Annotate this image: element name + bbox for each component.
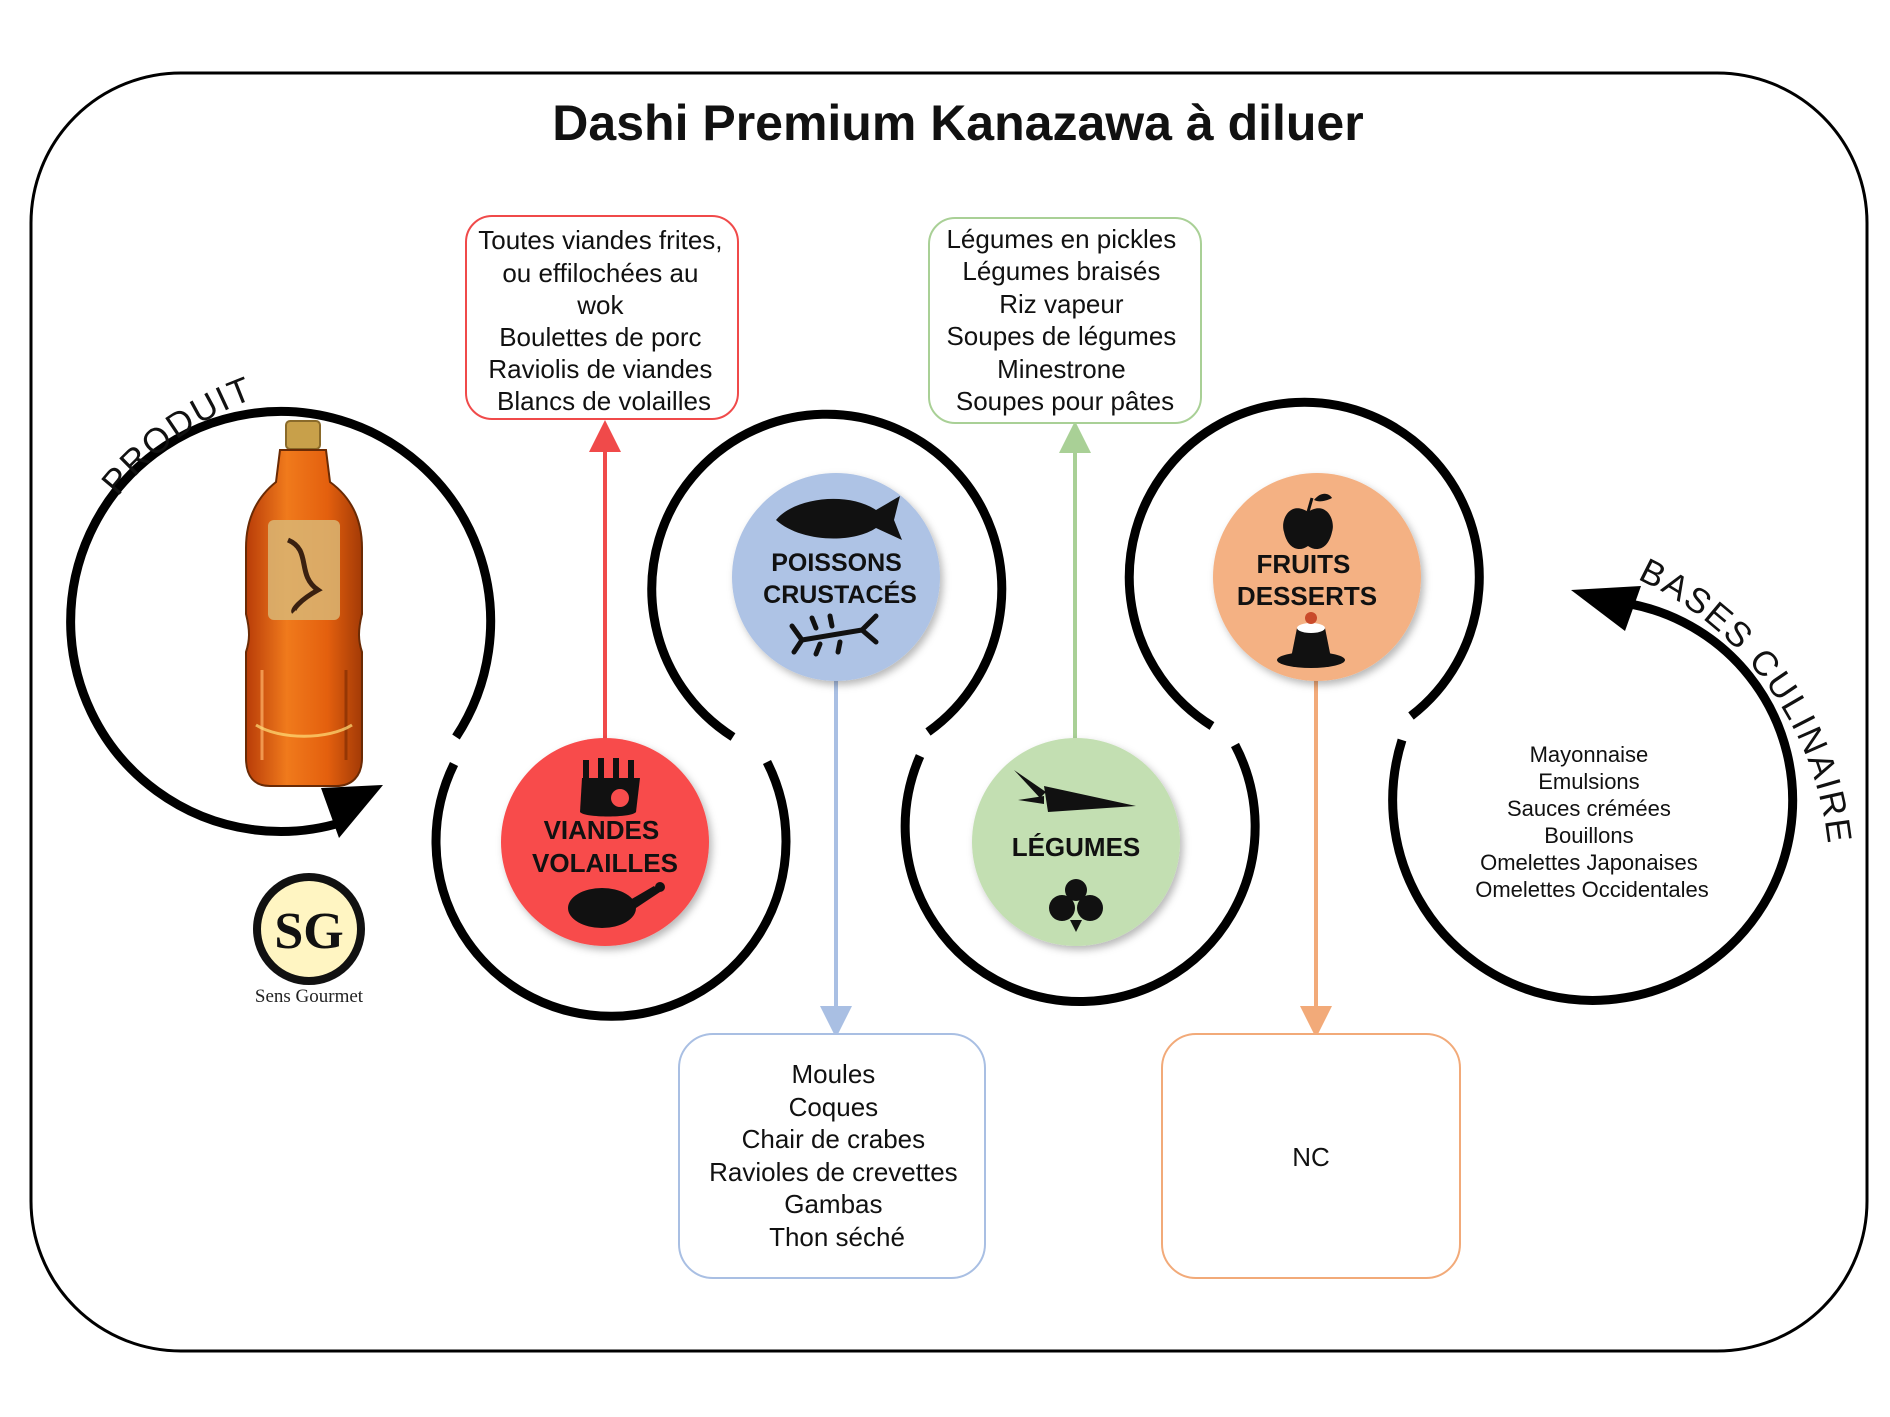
list-item: Coques: [789, 1092, 879, 1122]
apple-icon: [1283, 493, 1333, 550]
legumes-circle: LÉGUMES: [972, 738, 1180, 946]
produit-loop: [66, 407, 496, 836]
produit-label: PRODUIT: [94, 369, 258, 502]
viandes-uses-box: Toutes viandes frites, ou effilochées au…: [465, 215, 739, 420]
fish-icon: [776, 496, 902, 540]
dashi-bottle-image: [245, 420, 363, 787]
list-item: Gambas: [784, 1189, 882, 1219]
carrot-icon: [1014, 770, 1136, 812]
poissons-loop: [647, 409, 1007, 741]
list-item: Légumes braisés: [962, 256, 1160, 286]
list-item: Thon séché: [769, 1222, 905, 1252]
fruits-label-1: FRUITS: [1256, 549, 1350, 579]
legumes-uses-box: Légumes en pickles Légumes braisés Riz v…: [928, 217, 1202, 424]
list-item: Blancs de volailles: [497, 386, 711, 416]
poissons-uses-box: Moules Coques Chair de crabes Ravioles d…: [678, 1033, 986, 1279]
bases-loop: [1388, 596, 1798, 1005]
viandes-loop: [431, 759, 791, 1021]
roast-chicken-icon: [568, 882, 665, 928]
svg-text:VIANDES VOLAILLES: VIANDES VOLAILLES: [532, 815, 678, 878]
svg-text:Légumes en pickles Légum: Légumes en pickles Légumes braisés Riz v…: [946, 224, 1183, 416]
list-item: Omelettes Japonaises: [1480, 850, 1698, 875]
list-item: Emulsions: [1538, 769, 1639, 794]
bases-list: Mayonnaise Emulsions Sauces crémées Boui…: [1475, 742, 1709, 902]
list-item: NC: [1292, 1142, 1330, 1172]
viandes-label-1: VIANDES: [544, 815, 660, 845]
svg-text:Toutes viandes frites, o: Toutes viandes frites, ou effilochées au…: [478, 225, 729, 416]
poissons-label-1: POISSONS: [771, 549, 902, 577]
list-item: Minestrone: [997, 354, 1126, 384]
svg-text:Moules Coques Chai: Moules Coques Chair de crabes Ravioles d…: [709, 1059, 965, 1252]
list-item: Mayonnaise: [1530, 742, 1649, 767]
fruits-loop: [1124, 397, 1484, 730]
fruits-label-2: DESSERTS: [1237, 581, 1377, 611]
list-item: Bouillons: [1544, 823, 1633, 848]
svg-text:POISSONS CRUSTACÉS: POISSONS CRUSTACÉS: [763, 549, 917, 609]
list-item: ou effilochées au: [502, 258, 698, 288]
list-item: Riz vapeur: [999, 289, 1124, 319]
viandes-label-2: VOLAILLES: [532, 848, 678, 878]
viandes-circle: VIANDES VOLAILLES: [501, 738, 709, 946]
legumes-label: LÉGUMES: [1012, 832, 1141, 862]
outer-frame: [29, 71, 1869, 1353]
list-item: Soupes pour pâtes: [956, 386, 1174, 416]
list-item: Omelettes Occidentales: [1475, 877, 1709, 902]
bases-arrowhead: [1571, 586, 1641, 631]
poissons-label-2: CRUSTACÉS: [763, 580, 917, 609]
logo-monogram: SG: [274, 903, 343, 960]
logo-brand: Sens Gourmet: [255, 986, 364, 1007]
turnip-icon: [1049, 879, 1103, 932]
pudding-icon: [1277, 612, 1345, 668]
produit-arrowhead: [321, 785, 383, 838]
fruits-uses-box: NC: [1161, 1033, 1461, 1279]
svg-text:NC: NC: [1292, 1142, 1330, 1172]
list-item: Moules: [791, 1059, 875, 1089]
list-item: Ravioles de crevettes: [709, 1157, 958, 1187]
meat-rack-icon: [580, 758, 640, 817]
sens-gourmet-logo: SG Sens Gourmet: [253, 873, 365, 1007]
page-title: Dashi Premium Kanazawa à diluer: [552, 95, 1363, 151]
list-item: Chair de crabes: [742, 1124, 926, 1154]
poissons-circle: POISSONS CRUSTACÉS: [732, 473, 940, 681]
list-item: Légumes en pickles: [946, 224, 1176, 254]
list-item: wok: [576, 290, 624, 320]
list-item: Soupes de légumes: [946, 321, 1176, 351]
fruits-circle: FRUITS DESSERTS: [1213, 473, 1421, 681]
svg-text:LÉGUMES: LÉGUMES: [1012, 832, 1141, 862]
list-item: Sauces crémées: [1507, 796, 1671, 821]
list-item: Boulettes de porc: [499, 322, 701, 352]
svg-text:FRUITS DESSERTS: FRUITS DESSERTS: [1237, 549, 1377, 611]
legumes-loop: [900, 742, 1260, 1007]
list-item: Toutes viandes frites,: [478, 225, 722, 255]
lobster-icon: [789, 613, 879, 657]
list-item: Raviolis de viandes: [488, 354, 712, 384]
flow-path: [66, 397, 1798, 1021]
